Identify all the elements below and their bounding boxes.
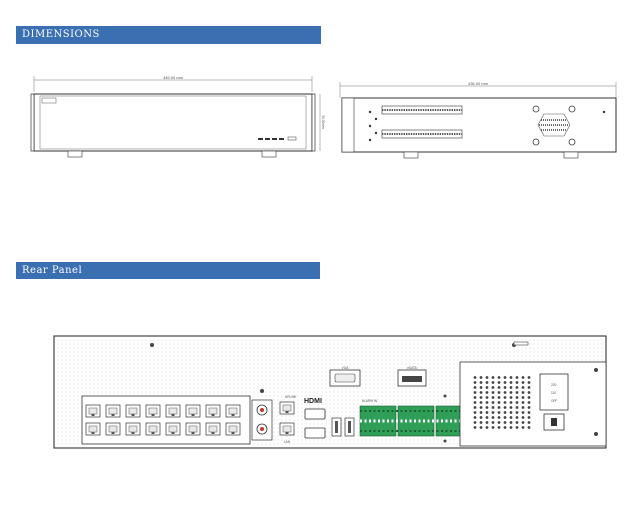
rear-panel-drawing: UPLINK LAN VGA HDMI eSATA ALARM IN 220 1… — [53, 335, 607, 449]
front-view-drawing: 445.00 mm 90.00mm — [30, 75, 325, 158]
power-label-110: 110 — [551, 391, 556, 395]
power-label-220: 220 — [551, 383, 557, 387]
front-width-label: 445.00 mm — [163, 75, 184, 80]
rear-panel-header: Rear Panel — [16, 262, 320, 279]
dimensions-header: DIMENSIONS — [16, 26, 321, 44]
vga-label: VGA — [342, 366, 350, 370]
alarm-terminals — [359, 405, 473, 437]
front-height-label: 90.00mm — [321, 115, 325, 129]
hdmi-label: HDMI — [304, 398, 322, 405]
side-view-drawing: 436.00 mm — [339, 81, 617, 159]
uplink-label: UPLINK — [285, 395, 297, 399]
esata-label: eSATA — [407, 366, 417, 370]
rear-panel-title: Rear Panel — [22, 265, 83, 276]
alarm-in-label: ALARM IN — [362, 399, 378, 403]
lan-label: LAN — [284, 440, 291, 444]
side-depth-label: 436.00 mm — [468, 81, 489, 86]
dimensions-title: DIMENSIONS — [22, 29, 100, 40]
power-label-off: OFF — [551, 399, 557, 403]
